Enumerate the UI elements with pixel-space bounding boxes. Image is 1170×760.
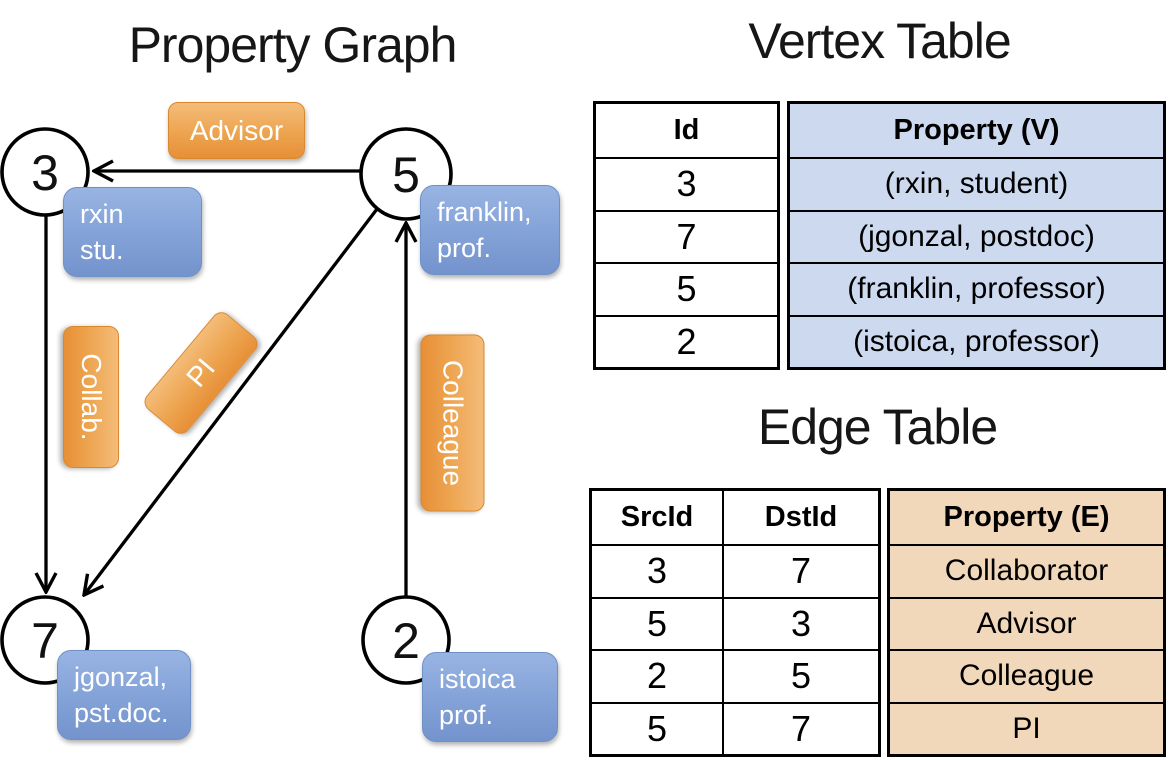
table-cell: 2	[592, 649, 722, 702]
edge-table-header-dstid: DstId	[722, 491, 878, 544]
table-cell: 7	[596, 209, 777, 263]
vertex-box-line1: franklin,	[437, 197, 532, 227]
node-id-2: 2	[392, 613, 420, 669]
node-id-3: 3	[31, 145, 59, 201]
vertex-table: Id 3 7 5 2 Property (V) (rxin, student) …	[593, 101, 1166, 370]
node-id-7: 7	[31, 613, 59, 669]
edge-5-to-7	[84, 208, 379, 595]
node-id-5: 5	[392, 147, 420, 203]
vertex-table-id-column: Id 3 7 5 2	[593, 101, 780, 370]
vertex-box-jgonzal: jgonzal, pst.doc.	[57, 650, 191, 740]
table-cell: 5	[596, 262, 777, 315]
edge-table-header-srcid: SrcId	[620, 501, 694, 533]
edge-label-collab: Collab.	[63, 326, 119, 468]
table-cell: (franklin, professor)	[790, 262, 1163, 315]
table-cell: PI	[890, 701, 1163, 755]
vertex-box-istoica: istoica prof.	[422, 652, 558, 742]
edge-label-advisor: Advisor	[168, 102, 305, 159]
vertex-box-line2: stu.	[80, 234, 124, 265]
vertex-box-line2: prof.	[437, 232, 492, 263]
graph-edges	[46, 171, 406, 596]
vertex-box-line2: prof.	[439, 699, 494, 730]
edge-table-id-columns: SrcId DstId 3 7 5 3 2 5 5 7	[589, 488, 881, 757]
vertex-table-title: Vertex Table	[748, 13, 1011, 69]
table-cell: (rxin, student)	[790, 157, 1163, 210]
vertex-box-franklin: franklin, prof.	[420, 185, 560, 275]
table-cell: Collaborator	[890, 544, 1163, 597]
table-cell: 3	[596, 157, 777, 210]
table-cell: (istoica, professor)	[790, 314, 1163, 368]
vertex-table-header-property: Property (V)	[893, 114, 1060, 146]
edge-table-title: Edge Table	[757, 399, 998, 455]
vertex-table-header-id: Id	[673, 114, 700, 146]
edge-label-colleague: Colleague	[420, 334, 485, 512]
table-cell: 7	[722, 544, 878, 597]
table-cell: 3	[722, 596, 878, 649]
table-cell: 5	[592, 596, 722, 650]
vertex-box-line1: rxin	[80, 199, 124, 229]
vertex-table-property-column: Property (V) (rxin, student) (jgonzal, p…	[787, 101, 1166, 370]
edge-table-header-property: Property (E)	[943, 501, 1110, 533]
vertex-box-line1: jgonzal,	[74, 662, 168, 692]
vertex-box-line1: istoica	[439, 664, 516, 694]
table-cell: (jgonzal, postdoc)	[790, 209, 1163, 263]
table-cell: Advisor	[890, 596, 1163, 650]
edge-table: SrcId DstId 3 7 5 3 2 5 5 7 Property (E)…	[589, 488, 1166, 757]
property-graph-title: Property Graph	[128, 17, 458, 73]
edge-table-property-column: Property (E) Collaborator Advisor Collea…	[887, 488, 1166, 757]
table-cell: 5	[722, 649, 878, 702]
table-cell: 7	[722, 701, 878, 754]
table-cell: Colleague	[890, 649, 1163, 702]
vertex-box-line2: pst.doc.	[74, 697, 169, 728]
table-cell: 2	[596, 314, 777, 368]
vertex-box-rxin: rxin stu.	[63, 187, 202, 277]
table-cell: 5	[592, 701, 722, 755]
table-cell: 3	[592, 544, 722, 597]
